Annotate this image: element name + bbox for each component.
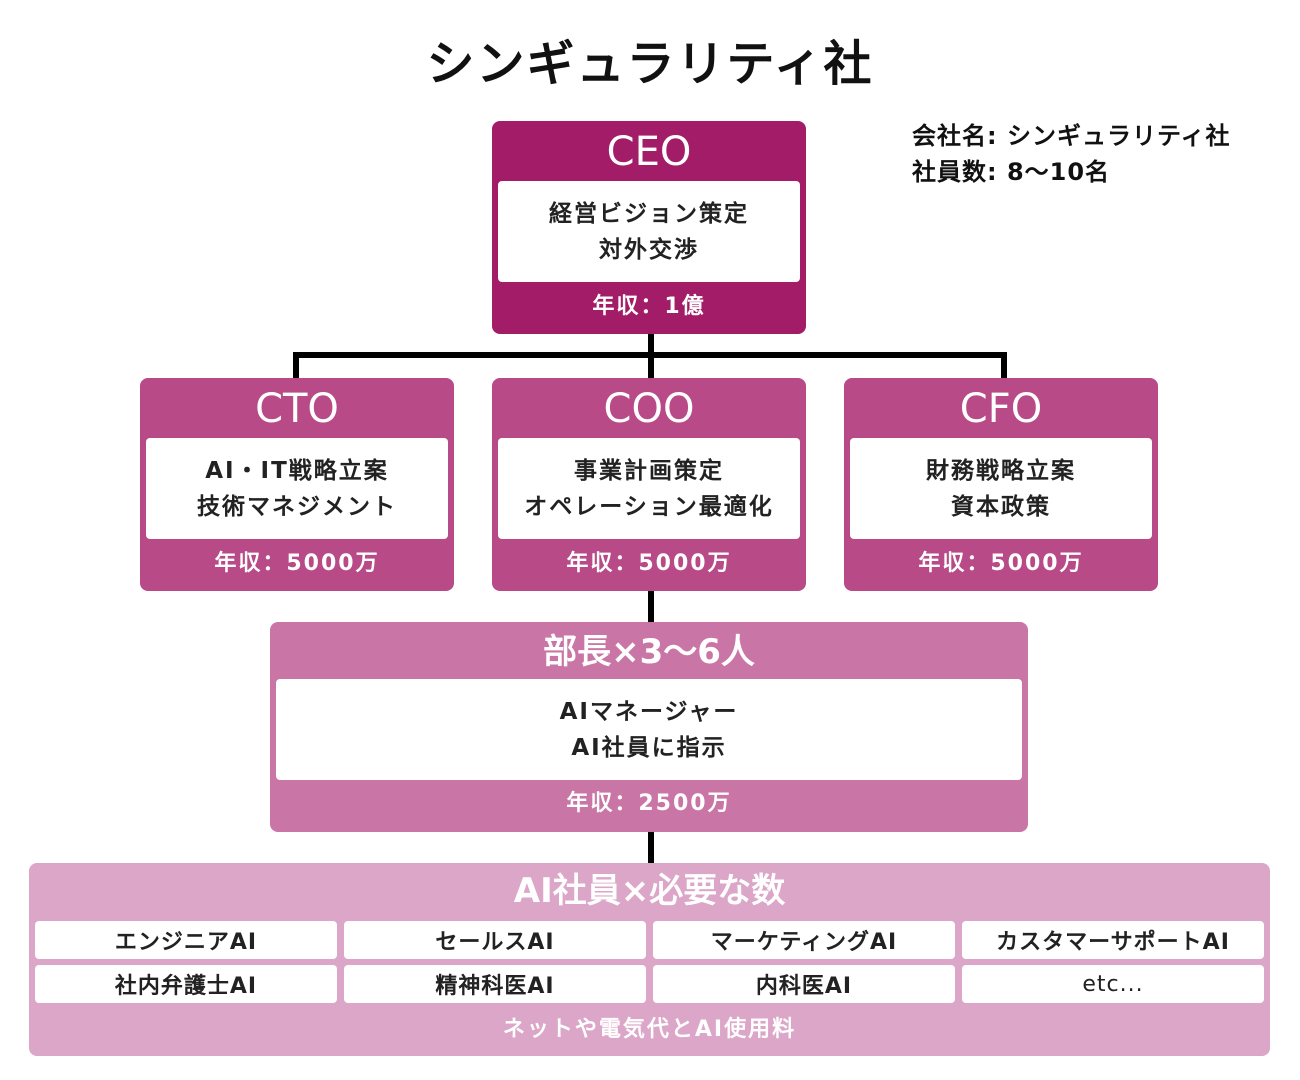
coo-duties: 事業計画策定 オペレーション最適化 xyxy=(498,438,800,539)
ceo-duty: 対外交渉 xyxy=(599,236,699,263)
coo-duty: 事業計画策定 xyxy=(574,457,724,484)
cfo-duty: 資本政策 xyxy=(951,493,1051,520)
connector-cto-drop xyxy=(293,352,299,380)
manager-duties: AIマネージャー AI社員に指示 xyxy=(276,679,1022,780)
connector-manager-to-ai xyxy=(648,831,654,864)
ai-role-cell: 精神科医AI xyxy=(344,965,646,1003)
cfo-salary: 年収：5000万 xyxy=(918,551,1084,576)
cto-title: CTO xyxy=(255,386,339,432)
cto-duty: AI・IT戦略立案 xyxy=(205,457,389,484)
cfo-duty: 財務戦略立案 xyxy=(926,457,1076,484)
ai-role-cell: カスタマーサポートAI xyxy=(962,921,1264,959)
connector-cfo-drop xyxy=(1001,352,1007,380)
ceo-duties: 経営ビジョン策定 対外交渉 xyxy=(498,181,800,282)
cfo-duties: 財務戦略立案 資本政策 xyxy=(850,438,1152,539)
cto-salary: 年収：5000万 xyxy=(214,551,380,576)
cfo-box: CFO 財務戦略立案 資本政策 年収：5000万 xyxy=(844,378,1158,591)
cto-duties: AI・IT戦略立案 技術マネジメント xyxy=(146,438,448,539)
company-name-line: 会社名: シンギュラリティ社 xyxy=(912,122,1231,150)
coo-salary: 年収：5000万 xyxy=(566,551,732,576)
ai-role-cell: 内科医AI xyxy=(653,965,955,1003)
manager-title: 部長×3〜6人 xyxy=(543,632,755,672)
employee-count-line: 社員数: 8〜10名 xyxy=(912,158,1111,186)
manager-box: 部長×3〜6人 AIマネージャー AI社員に指示 年収：2500万 xyxy=(270,622,1028,832)
ai-role-cell: etc... xyxy=(962,965,1264,1003)
coo-box: COO 事業計画策定 オペレーション最適化 年収：5000万 xyxy=(492,378,806,591)
manager-duty: AI社員に指示 xyxy=(571,734,727,761)
ai-role-cell: 社内弁護士AI xyxy=(35,965,337,1003)
page-title: シンギュラリティ社 xyxy=(426,36,874,92)
cto-box: CTO AI・IT戦略立案 技術マネジメント 年収：5000万 xyxy=(140,378,454,591)
ai-role-grid: エンジニアAI セールスAI マーケティングAI カスタマーサポートAI 社内弁… xyxy=(35,921,1264,1003)
ceo-box: CEO 経営ビジョン策定 対外交渉 年収：1億 xyxy=(492,121,806,334)
cfo-title: CFO xyxy=(959,386,1043,432)
coo-duty: オペレーション最適化 xyxy=(524,493,774,520)
company-info: 会社名: シンギュラリティ社 社員数: 8〜10名 xyxy=(912,118,1231,190)
ceo-title: CEO xyxy=(606,129,692,175)
coo-title: COO xyxy=(603,386,695,432)
ceo-duty: 経営ビジョン策定 xyxy=(549,200,749,227)
ai-staff-title: AI社員×必要な数 xyxy=(513,871,786,911)
ai-staff-box: AI社員×必要な数 エンジニアAI セールスAI マーケティングAI カスタマー… xyxy=(29,863,1270,1056)
manager-salary: 年収：2500万 xyxy=(566,791,732,816)
ai-role-cell: マーケティングAI xyxy=(653,921,955,959)
ai-role-cell: エンジニアAI xyxy=(35,921,337,959)
connector-horizontal-c-level xyxy=(293,352,1007,358)
ai-staff-cost: ネットや電気代とAI使用料 xyxy=(502,1017,797,1042)
manager-duty: AIマネージャー xyxy=(559,698,739,725)
cto-duty: 技術マネジメント xyxy=(197,493,397,520)
ceo-salary: 年収：1億 xyxy=(592,294,706,319)
ai-role-cell: セールスAI xyxy=(344,921,646,959)
connector-coo-to-manager xyxy=(648,590,654,623)
